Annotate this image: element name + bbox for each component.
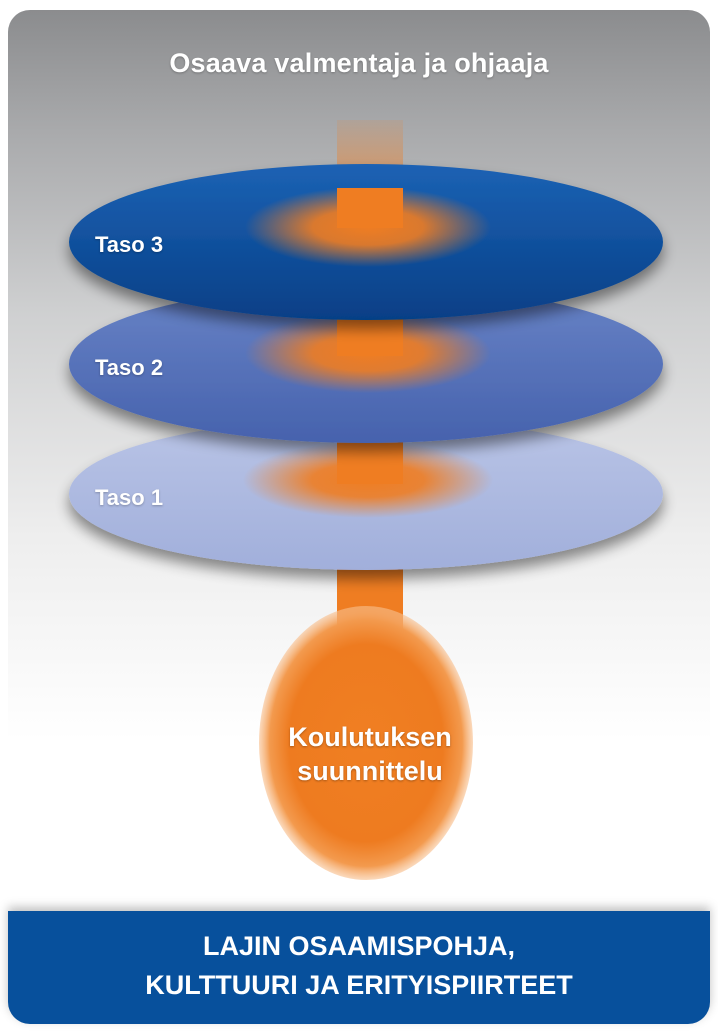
footer-band: LAJIN OSAAMISPOHJA, KULTTUURI JA ERITYIS… [8, 911, 710, 1024]
footer-line-1: LAJIN OSAAMISPOHJA, [202, 931, 516, 961]
level-3-disc [69, 164, 663, 320]
diagram-title: Osaava valmentaja ja ohjaaja [169, 48, 549, 78]
level-2-label: Taso 2 [95, 355, 164, 380]
planning-label-line-1: Koulutuksen [288, 722, 452, 752]
level-1-disc [69, 418, 663, 570]
planning-label: Koulutuksen suunnittelu [200, 720, 540, 788]
planning-sphere [259, 606, 473, 880]
planning-label-line-2: suunnittelu [297, 756, 443, 786]
level-3-label: Taso 3 [95, 232, 164, 257]
level-2-disc [69, 285, 663, 443]
level-1-glow [243, 442, 493, 518]
level-3-glow [245, 187, 491, 267]
level-1-label: Taso 1 [95, 485, 164, 510]
level-2-glow [245, 313, 491, 393]
footer-line-2: KULTTUURI JA ERITYISPIIRTEET [145, 970, 573, 1000]
